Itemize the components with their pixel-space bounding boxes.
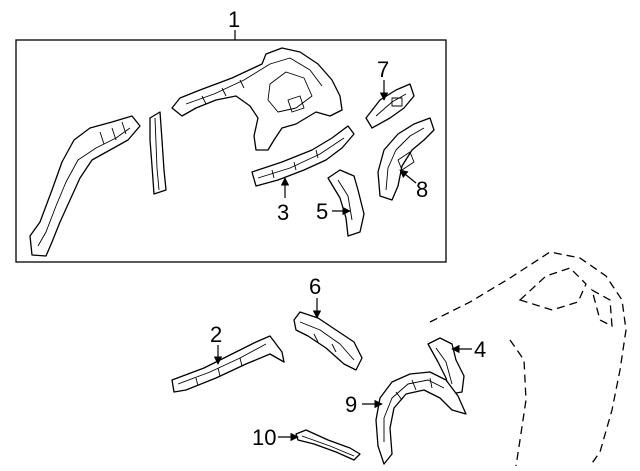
callout-8: 8	[416, 177, 428, 202]
callout-10: 10	[252, 425, 276, 450]
part-5-bracket	[327, 169, 365, 237]
pillar-reinforcement	[149, 111, 167, 195]
callout-3: 3	[277, 200, 289, 225]
leader-8	[399, 169, 417, 184]
callout-7: 7	[377, 57, 389, 82]
callout-4: 4	[474, 337, 486, 362]
pillar-inner-panel	[29, 115, 141, 257]
part-4-bracket	[427, 337, 465, 395]
part-8-wheelhouse	[377, 117, 435, 201]
part-10-strip	[295, 429, 361, 461]
callout-1: 1	[228, 7, 240, 32]
callout-2: 2	[210, 322, 222, 347]
callout-6: 6	[309, 274, 321, 299]
part-2-rail	[171, 335, 285, 393]
part-3-rail	[251, 125, 355, 187]
part-7-bracket	[365, 83, 415, 129]
vehicle-outline	[429, 251, 627, 467]
assembly-frame	[15, 39, 447, 263]
part-9-wheelhouse	[375, 371, 467, 465]
callout-5: 5	[316, 199, 328, 224]
callout-9: 9	[345, 392, 357, 417]
roof-rail-frame	[171, 47, 343, 151]
part-6-panel	[293, 311, 363, 371]
